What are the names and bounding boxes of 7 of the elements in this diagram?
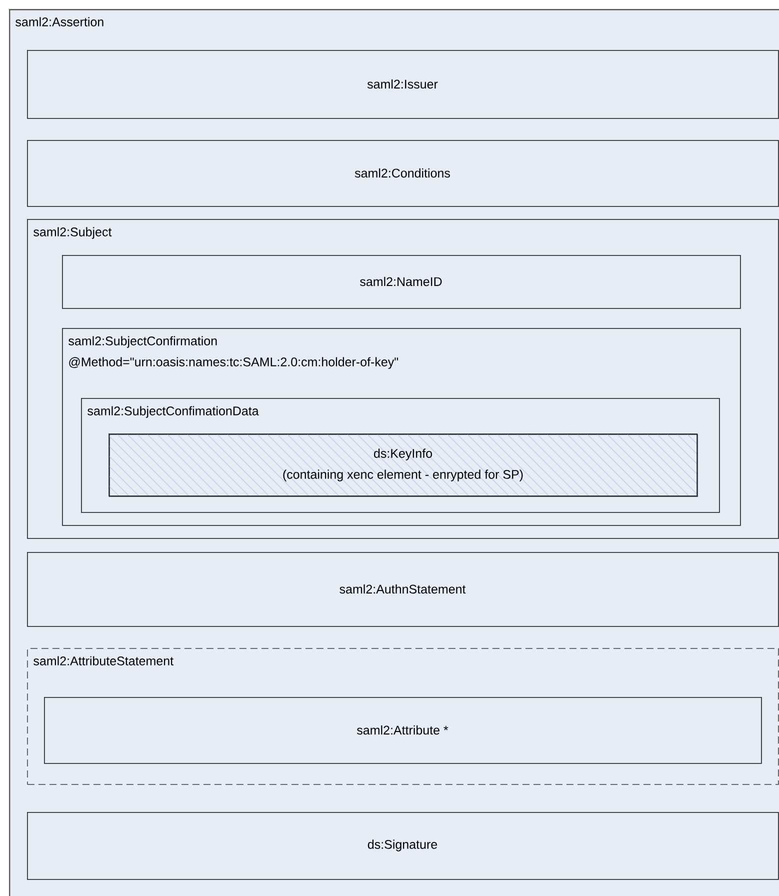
element-box: ds:Signature [27,812,779,880]
element-box: saml2:Attribute * [44,697,762,764]
element-box: saml2:Conditions [27,140,779,207]
element-box: ds:KeyInfo (containing xenc element - enrypted for SP) [108,434,698,497]
element-box: saml2:AuthnStatement [27,552,779,627]
element-box: saml2:Issuer [27,50,779,119]
element-box: saml2:NameID [62,255,741,309]
